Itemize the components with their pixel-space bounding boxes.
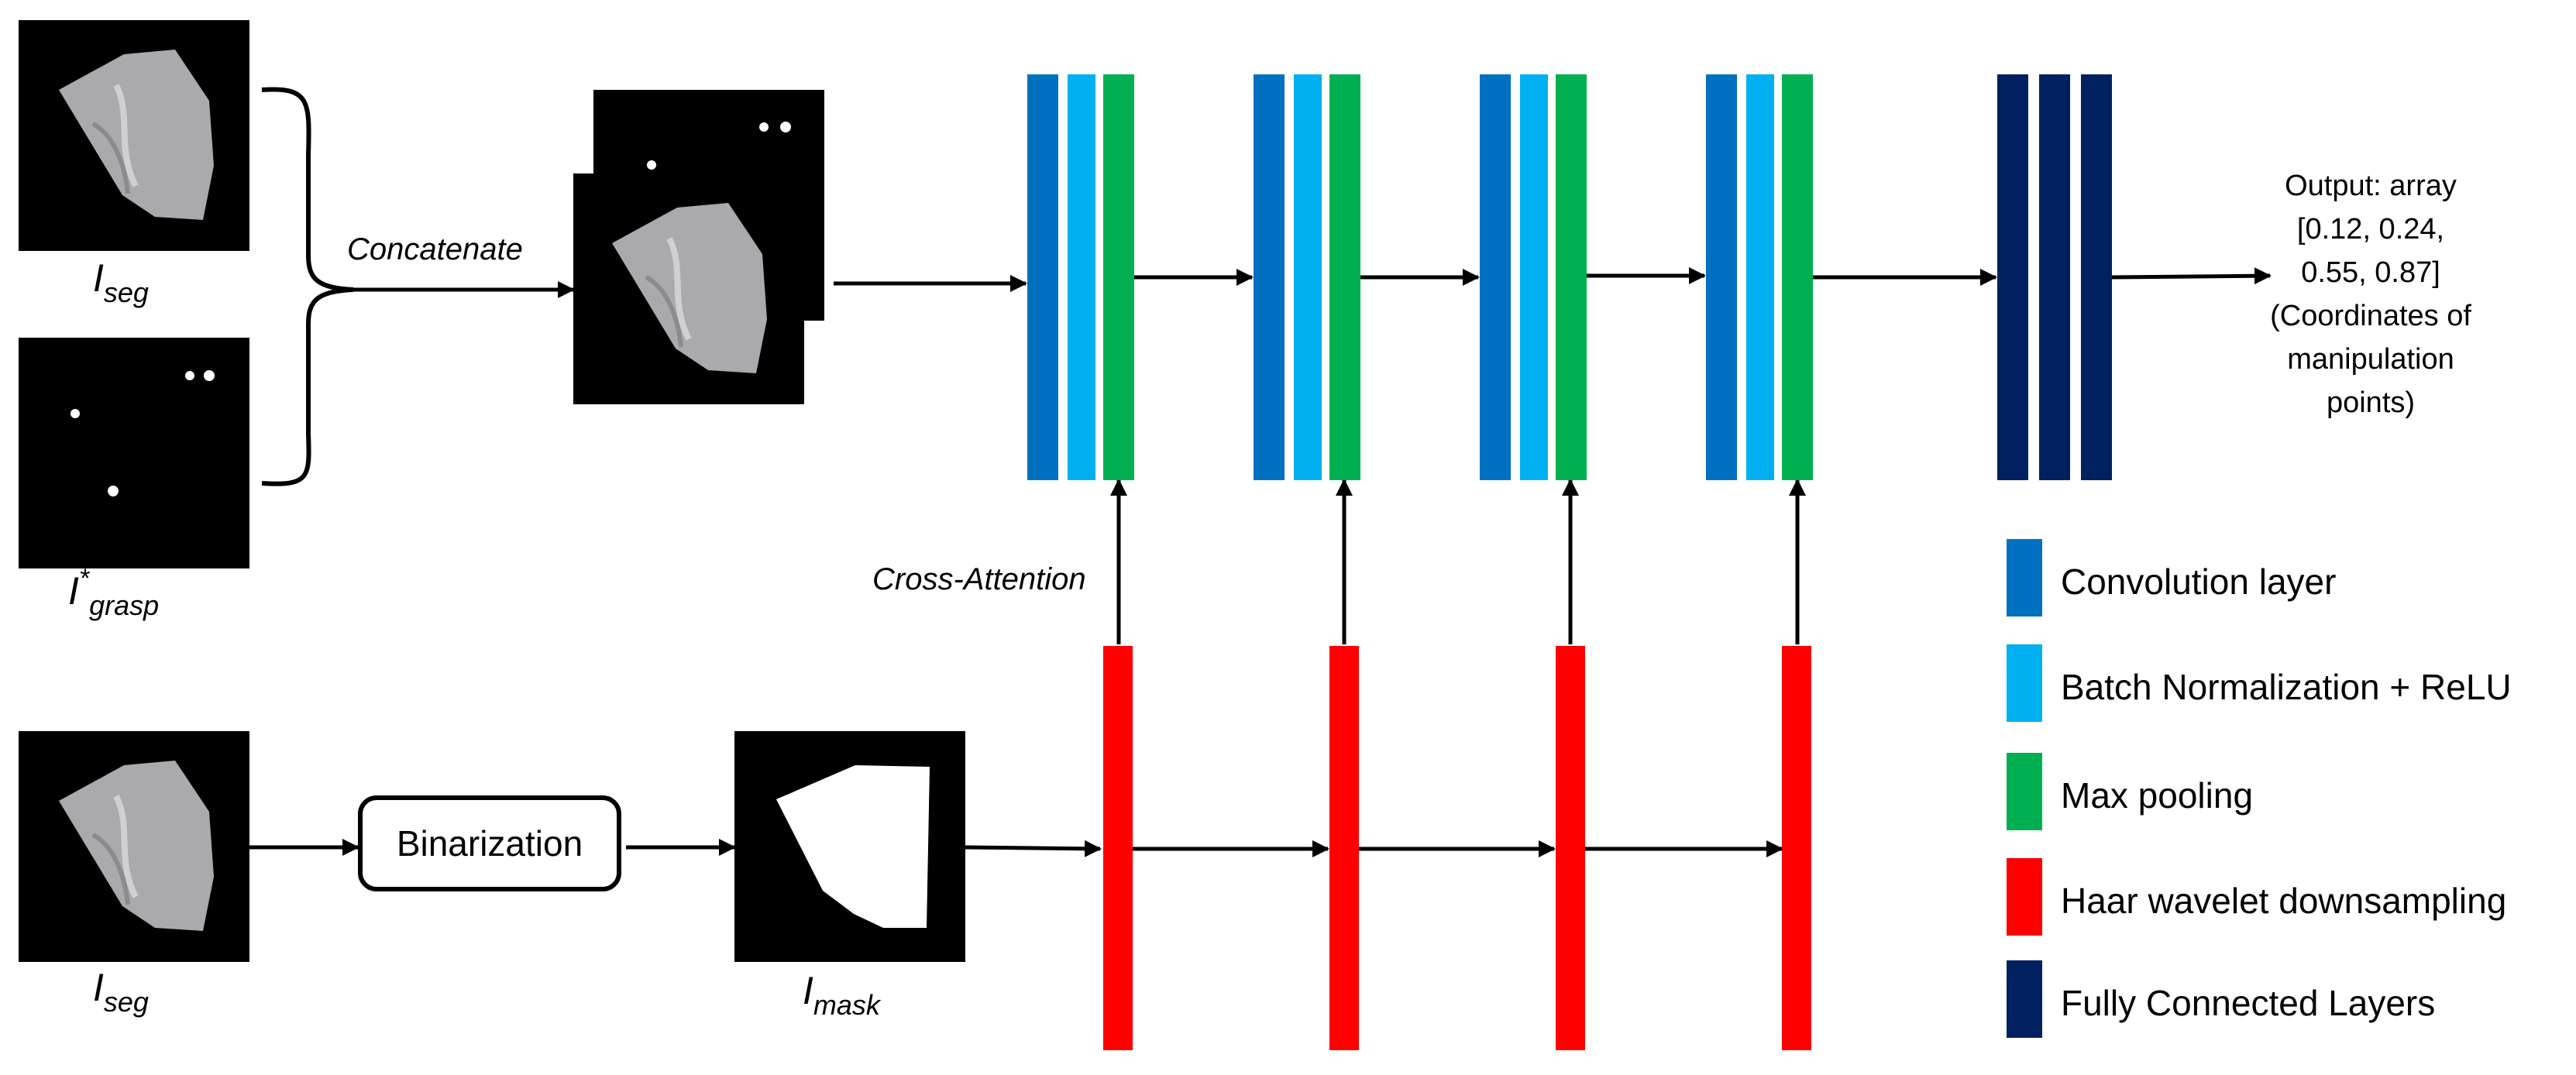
maxpool-layer-4 [1782,74,1813,480]
maxpool-layer-2 [1329,74,1360,480]
legend-label-conv: Convolution layer [2061,562,2337,602]
output-line-4: (Coordinates of [2270,300,2471,332]
label-seg-top: Iseg [93,256,149,308]
haar-layer-3 [1556,646,1585,1050]
bn-relu-layer-1 [1068,74,1095,480]
legend-swatch-pool [2007,753,2042,830]
output-line-3: 0.55, 0.87] [2301,256,2440,289]
label-seg-bottom: Iseg [93,966,149,1018]
concat-brace [261,87,354,486]
output-text: Output: array [0.12, 0.24, 0.55, 0.87] (… [2231,164,2510,424]
output-line-5: manipulation [2287,343,2454,376]
maxpool-layer-3 [1556,74,1587,480]
label-cross-attention: Cross-Attention [872,562,1086,596]
fc-layer-2 [2039,74,2070,480]
bn-relu-layer-2 [1294,74,1322,480]
output-line-6: points) [2326,386,2416,419]
fc-layer-3 [2081,74,2112,480]
seg-image-top [19,20,249,251]
arrows [249,267,2272,857]
binarization-box: Binarization [358,795,621,891]
seg-image-bottom [19,731,249,962]
haar-layer-1 [1103,646,1133,1050]
concat-stack [573,90,824,404]
legend-swatch-conv [2007,539,2042,616]
conv-layer-2 [1254,74,1285,480]
legend-label-bn: Batch Normalization + ReLU [2061,667,2512,707]
legend-swatch-bn [2007,644,2042,722]
cloth-shape [59,50,214,220]
haar-layer-4 [1782,646,1811,1050]
label-grasp: I*grasp [68,564,160,621]
mask-image [734,731,965,962]
output-line-1: Output: array [2285,170,2457,202]
fc-layer-1 [1997,74,2028,480]
conv-layer-4 [1706,74,1737,480]
legend-swatch-haar [2007,858,2042,936]
label-mask: Imask [803,969,880,1021]
legend-swatch-fc [2007,960,2042,1038]
legend-label-haar: Haar wavelet downsampling [2061,881,2507,921]
legend-label-fc: Fully Connected Layers [2061,983,2436,1023]
conv-layer-3 [1480,74,1511,480]
label-concatenate: Concatenate [347,232,523,266]
legend-label-pool: Max pooling [2061,775,2254,816]
haar-layer-2 [1329,646,1359,1050]
bn-relu-layer-4 [1746,74,1774,480]
bn-relu-layer-3 [1520,74,1548,480]
conv-layer-1 [1027,74,1058,480]
binarization-label: Binarization [396,823,583,864]
output-line-2: [0.12, 0.24, [2296,213,2445,246]
maxpool-layer-1 [1103,74,1134,480]
layer-bars [1027,74,2112,1050]
grasp-image [19,338,249,568]
